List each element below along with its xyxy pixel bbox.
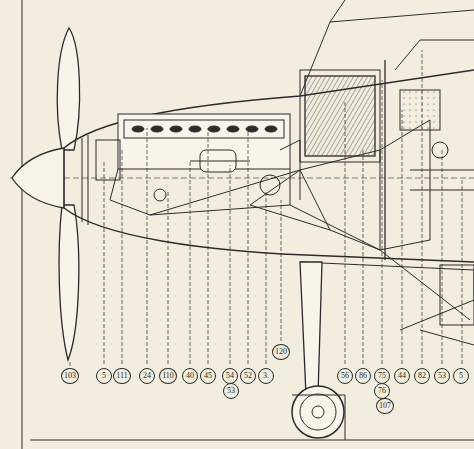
callout-number: 45 (200, 368, 216, 384)
callout-number: 53 (223, 383, 239, 399)
callout-number: 103 (61, 368, 79, 384)
callout-number: 52 (240, 368, 256, 384)
exhaust-stack (170, 126, 182, 132)
callout-number: 53 (434, 368, 450, 384)
exhaust-stack (132, 126, 144, 132)
callout-number: 110 (159, 368, 177, 384)
callout-number: 86 (355, 368, 371, 384)
exhaust-stack (151, 126, 163, 132)
callout-number: 56 (337, 368, 353, 384)
callout-number: 5 (96, 368, 112, 384)
exhaust-stack (189, 126, 201, 132)
callout-number: 76 (374, 383, 390, 399)
callout-number: 40 (182, 368, 198, 384)
exhaust-stack (227, 126, 239, 132)
callout-number: 44 (394, 368, 410, 384)
exhaust-stack (208, 126, 220, 132)
callout-number: 120 (272, 344, 290, 360)
callout-number: 107 (376, 398, 394, 414)
callout-number: 3. (258, 368, 274, 384)
callout-number: 75 (374, 368, 390, 384)
callout-number: 54 (222, 368, 238, 384)
callout-number: 82 (414, 368, 430, 384)
callout-number: 5 (453, 368, 469, 384)
callout-number: 111 (113, 368, 130, 384)
exhaust-stack (265, 126, 277, 132)
callout-number: 24 (139, 368, 155, 384)
